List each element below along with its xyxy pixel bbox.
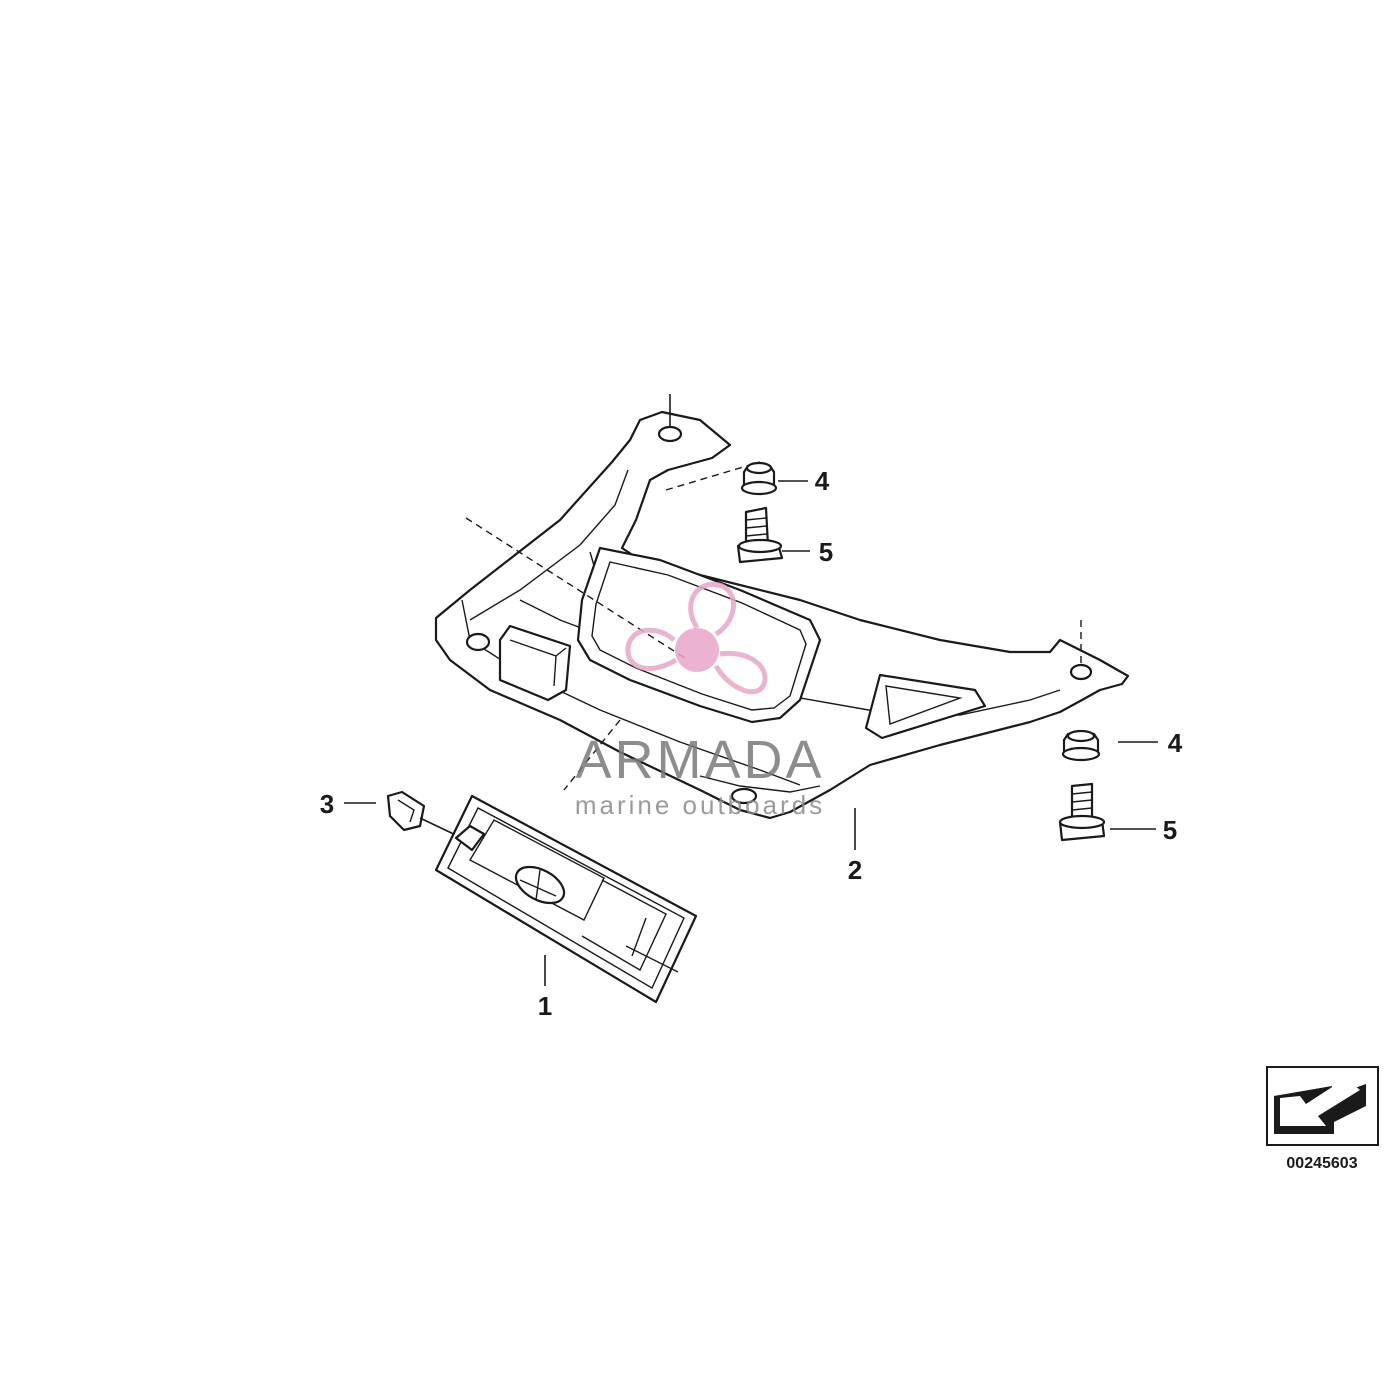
bolt-part-5-right	[1058, 782, 1106, 842]
lamp-part-1	[434, 794, 698, 1004]
assembly-line	[465, 517, 689, 661]
callout-4-top: 4	[815, 466, 830, 496]
propeller-logo-icon	[625, 581, 768, 695]
callout-5-right: 5	[1163, 815, 1177, 845]
assembly-line	[563, 719, 621, 791]
watermark-brand: ARMADA	[575, 730, 824, 790]
callout-3: 3	[320, 789, 334, 819]
watermark-tagline: marine outboards	[575, 790, 825, 820]
nut-part-4-right	[1061, 729, 1101, 762]
nut-part-4-top	[740, 461, 778, 496]
bracket-part-2	[434, 410, 1130, 820]
callout-2: 2	[848, 855, 862, 885]
catalog-number: 00245603	[1286, 1155, 1357, 1172]
callout-5-top: 5	[819, 537, 833, 567]
bolt-part-5-top	[736, 506, 784, 564]
assembly-line	[665, 461, 761, 491]
callout-1: 1	[538, 991, 552, 1021]
clip-part-3	[386, 790, 426, 832]
callout-4-right: 4	[1168, 728, 1183, 758]
arrow-direction-icon	[1266, 1066, 1379, 1146]
